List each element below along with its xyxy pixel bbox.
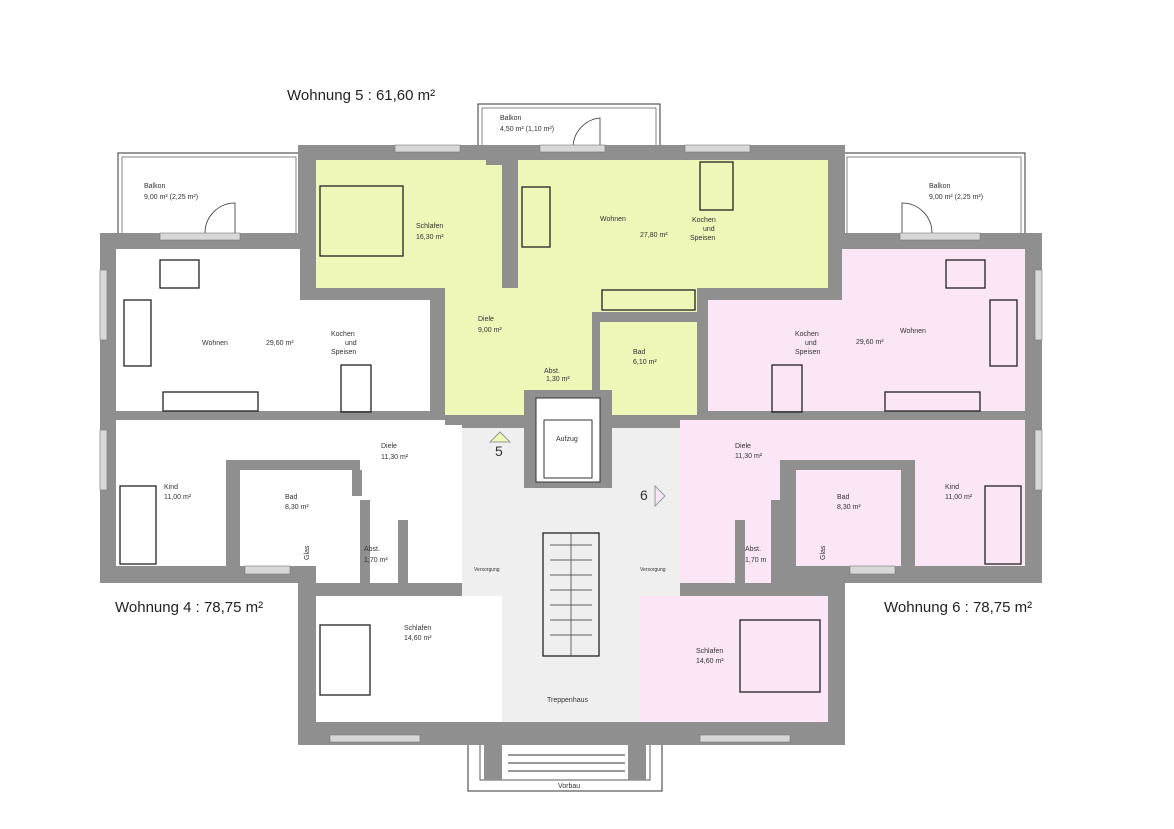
balkon-wohnung-4	[117, 152, 301, 236]
versorgung-label-right: Versorgung	[640, 567, 666, 573]
balkon-wohnung-6	[842, 152, 1026, 236]
room-label: Abst.1,70 m	[745, 546, 767, 564]
title-wohnung-4: Wohnung 4 : 78,75 m²	[115, 599, 263, 616]
title-wohnung-5: Wohnung 5 : 61,60 m²	[287, 87, 435, 104]
aufzug-label: Aufzug	[556, 436, 578, 443]
furniture	[119, 161, 1022, 696]
vorbau-label: Vorbau	[558, 783, 580, 790]
versorgung-label-left: Versorgung	[474, 567, 500, 573]
room-area: 29,60 m²	[266, 340, 294, 347]
balconies	[117, 103, 1026, 236]
entrance-number-6: 6	[640, 487, 648, 503]
room-label: Wohnen	[900, 328, 926, 335]
entrance-number-5: 5	[495, 443, 503, 459]
room-label: Abst.1,70 m²	[364, 546, 388, 564]
common-labels: Aufzug 5 6 Versorgung Versorgung Treppen…	[474, 436, 666, 790]
room-area: 29,60 m²	[856, 339, 884, 346]
room-label: Wohnen	[600, 216, 626, 223]
glas-label: Glas	[304, 545, 311, 560]
entrance-arrow-6-icon	[654, 484, 666, 508]
room-area: 27,80 m²	[640, 232, 668, 239]
room-label: Wohnen	[202, 340, 228, 347]
interior-walls	[116, 160, 1025, 596]
treppenhaus-label: Treppenhaus	[547, 697, 588, 704]
windows	[99, 144, 1043, 743]
room-label: Abst.1,30 m²	[544, 368, 570, 383]
glas-label: Glas	[820, 545, 827, 560]
entrance-arrow-5-icon	[488, 431, 512, 443]
balkon-wohnung-5	[477, 103, 661, 149]
title-wohnung-6: Wohnung 6 : 78,75 m²	[884, 599, 1032, 616]
